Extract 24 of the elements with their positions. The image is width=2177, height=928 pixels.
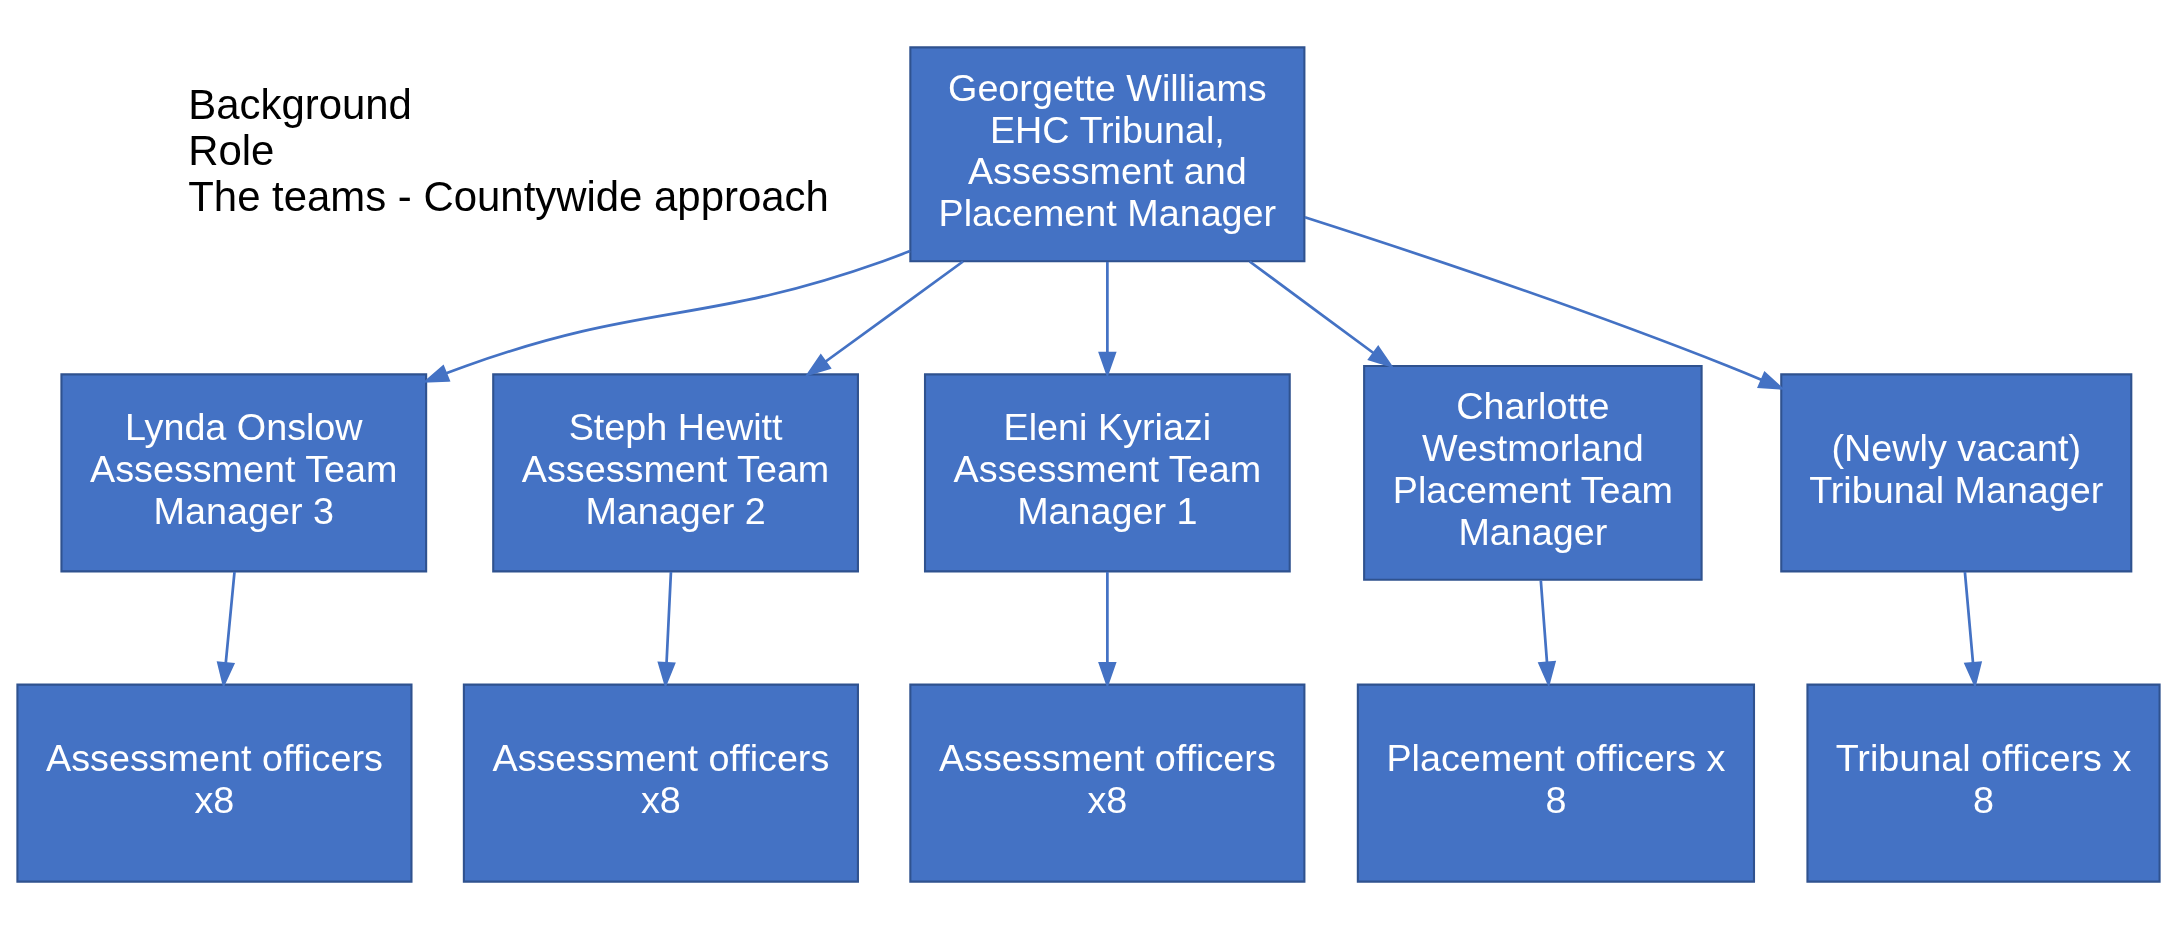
node-box: Assessment officers x8 bbox=[16, 683, 413, 883]
node-box: Tribunal officers x 8 bbox=[1806, 683, 2161, 883]
node-box: Placement officers x 8 bbox=[1356, 683, 1756, 883]
label: The teams - Countywide approach bbox=[188, 172, 829, 220]
label: Role bbox=[188, 126, 275, 174]
arrow bbox=[1098, 571, 1117, 688]
arrow bbox=[216, 571, 236, 688]
arrow bbox=[804, 259, 964, 377]
node-box: Assessment officers x8 bbox=[909, 683, 1306, 883]
arrow bbox=[1098, 261, 1117, 378]
arrow bbox=[657, 571, 676, 688]
node-box: Steph Hewitt Assessment Team Manager 2 bbox=[492, 372, 859, 572]
node-box: Lynda Onslow Assessment Team Manager 3 bbox=[60, 372, 428, 572]
label: Background bbox=[188, 80, 412, 128]
arrow bbox=[1963, 571, 1983, 688]
node-box: Assessment officers x8 bbox=[462, 683, 859, 883]
arrow bbox=[1304, 215, 1785, 390]
node-box: (Newly vacant) Tribunal Manager bbox=[1780, 372, 2133, 572]
arrow bbox=[1248, 259, 1395, 368]
node-box: Eleni Kyriazi Assessment Team Manager 1 bbox=[923, 372, 1291, 572]
node-box: Georgette Williams EHC Tribunal, Assessment and Placement Manager bbox=[909, 45, 1306, 262]
arrow bbox=[422, 249, 911, 383]
node-box: Charlotte Westmorland Placement Team Manager bbox=[1363, 364, 1703, 581]
arrow bbox=[1537, 579, 1557, 688]
